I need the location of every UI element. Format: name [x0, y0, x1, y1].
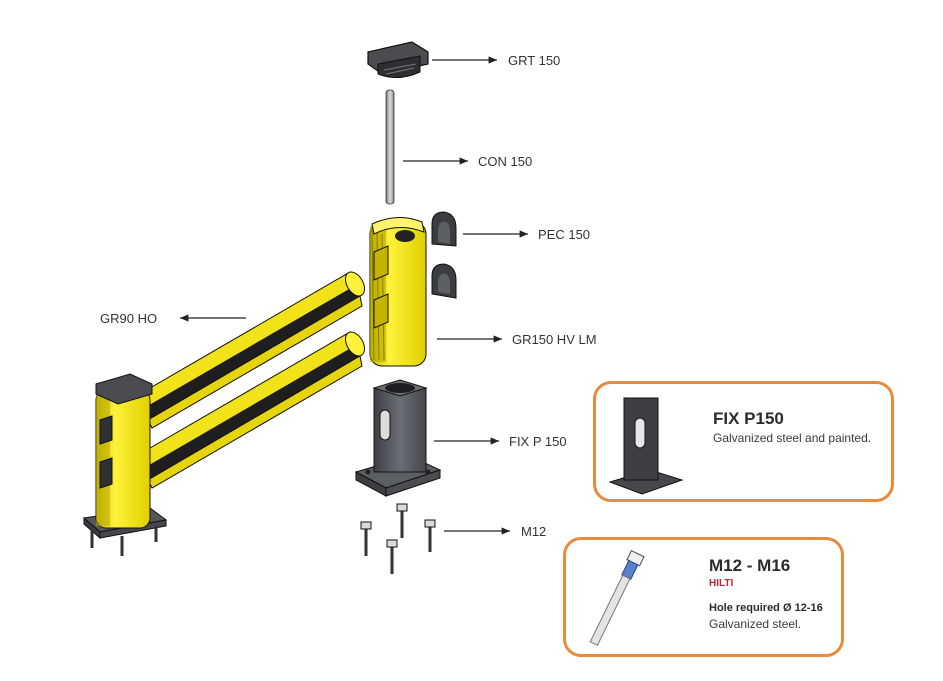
anchor-card-hole: Hole required Ø 12-16 [709, 602, 823, 614]
m12-label: M12 [521, 524, 546, 539]
fix-p150-card: FIX P150 Galvanized steel and painted. [593, 381, 894, 502]
left-post-illustration [82, 373, 168, 556]
rails-illustration [137, 271, 365, 489]
anchor-card: M12 - M16 HILTI Hole required Ø 12-16 Ga… [563, 537, 844, 657]
fix-p150-image [608, 397, 684, 495]
anchor-card-title: M12 - M16 [709, 556, 791, 575]
pec-clips-illustration [431, 211, 457, 299]
gr150-post-illustration [369, 217, 427, 367]
fixp-base-illustration [354, 379, 442, 497]
anchor-card-desc: Galvanized steel. [709, 617, 802, 631]
fix-card-title: FIX P150 [713, 409, 784, 428]
fixp-label: FIX P 150 [509, 434, 567, 449]
con-rod-illustration [385, 89, 395, 205]
fix-card-desc: Galvanized steel and painted. [713, 431, 872, 445]
pec-label: PEC 150 [538, 227, 590, 242]
anchor-image [589, 549, 645, 647]
m12-anchor-heads [360, 503, 436, 548]
gr90-label: GR90 HO [100, 311, 157, 326]
grt-label: GRT 150 [508, 53, 560, 68]
grt-cap-illustration [367, 41, 429, 78]
m12-anchors-illustration [364, 508, 432, 574]
gr150-label: GR150 HV LM [512, 332, 597, 347]
con-label: CON 150 [478, 154, 532, 169]
anchor-card-brand: HILTI [709, 578, 734, 589]
